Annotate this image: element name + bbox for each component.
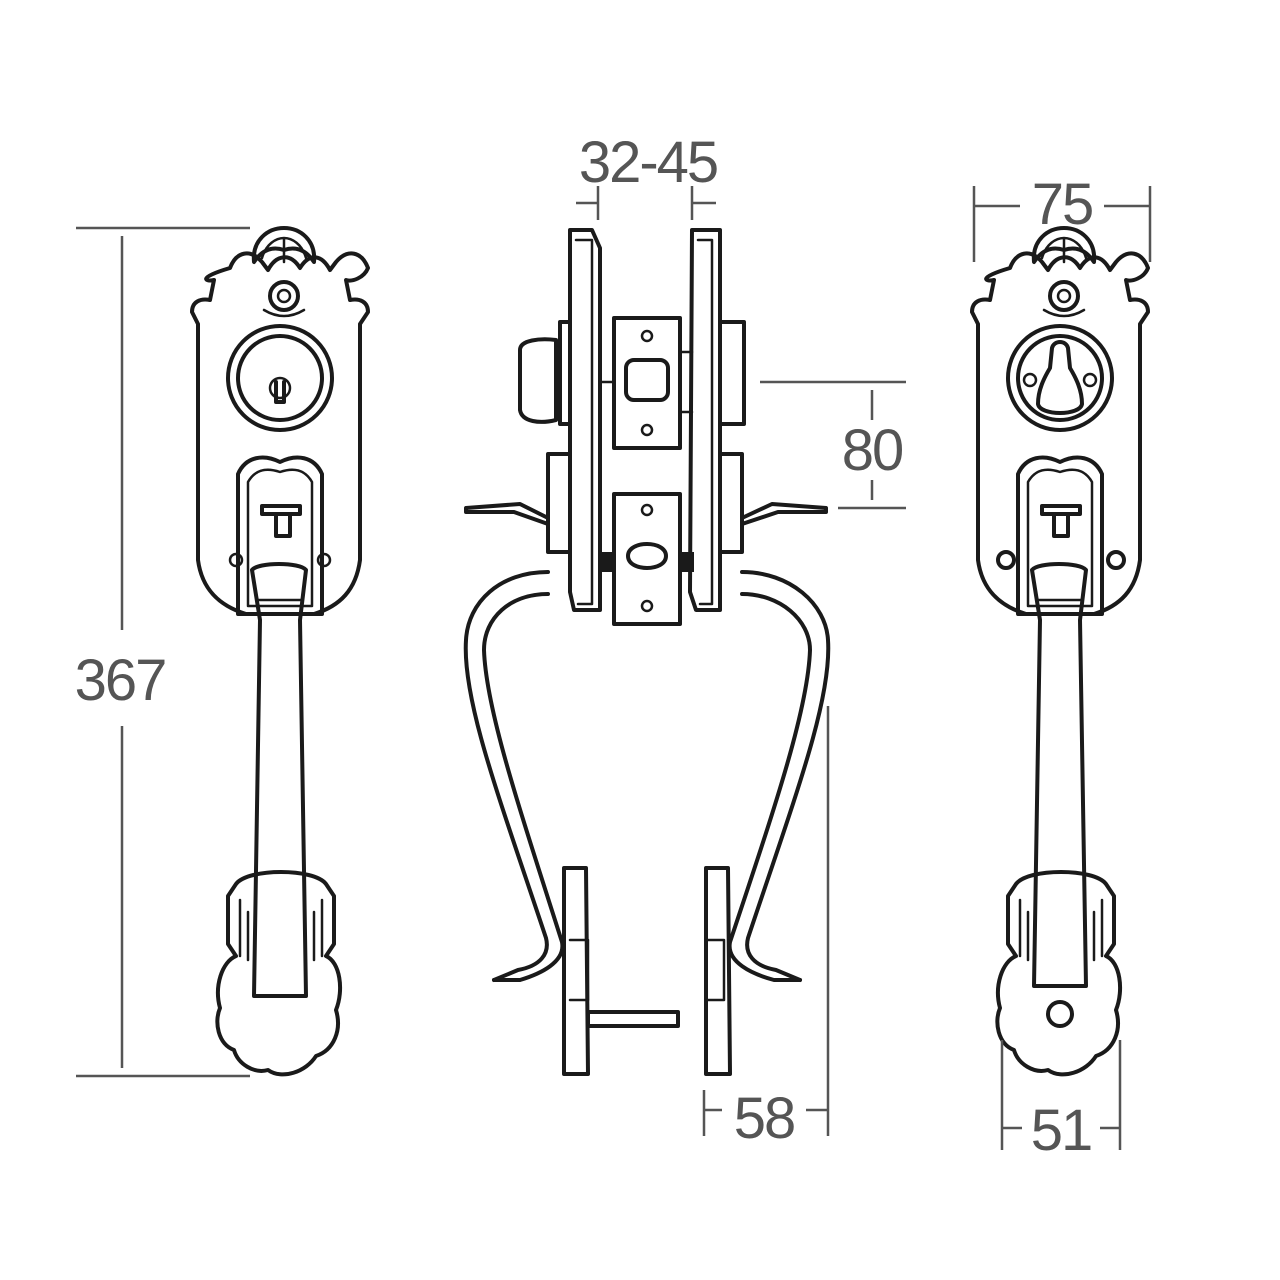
exterior-handleset-view	[190, 226, 370, 1077]
interior-bottom-finial	[995, 870, 1123, 1077]
exterior-grip-handle	[250, 562, 308, 998]
grip-width-value: 51	[1031, 1098, 1092, 1163]
deadbolt-faceplate	[612, 316, 682, 450]
exterior-top-screw	[276, 288, 292, 304]
interior-crest-collar	[1042, 308, 1086, 318]
key-cylinder-side	[518, 337, 558, 424]
deadbolt-screw-bottom	[640, 423, 654, 437]
exterior-crest-collar	[262, 308, 306, 318]
key-cylinder-rose	[226, 324, 334, 432]
interior-thumb-housing	[1016, 455, 1104, 616]
inner-bottom-flange-detail	[704, 938, 726, 1002]
exterior-thumb-housing-inner	[246, 468, 314, 608]
inner-grip-housing-side	[718, 452, 744, 554]
dimension-door-thickness: 32-45	[576, 130, 719, 220]
exterior-crest-ornament	[251, 226, 317, 264]
exterior-bottom-finial	[215, 870, 343, 1077]
inner-bottom-flange	[704, 866, 732, 1076]
interior-latch-piece	[1040, 504, 1082, 538]
latch-faceplate	[612, 492, 682, 626]
inner-grip-side-inner	[727, 592, 812, 982]
interior-backplate	[970, 251, 1150, 616]
outer-backplate-side	[568, 228, 602, 612]
inner-rose-side	[718, 320, 746, 426]
outer-backplate-inner-edge	[574, 238, 594, 606]
deadbolt-screw-top	[640, 329, 654, 343]
interior-crest-detail	[1040, 236, 1088, 264]
interior-top-screw-ring	[1048, 280, 1080, 312]
interior-crest-ornament	[1031, 226, 1097, 264]
thumbturn-ring	[1016, 334, 1104, 422]
interior-finial-ribs	[1018, 898, 1104, 962]
outer-bottom-flange	[562, 866, 590, 1076]
deadbolt-bolt	[624, 358, 670, 402]
grip-handle-side-inner	[482, 592, 565, 982]
interior-finial-screw	[1046, 1000, 1074, 1028]
outer-grip-housing-side	[546, 452, 572, 554]
dimension-projection: 58	[702, 706, 830, 1151]
key-cylinder-ring	[236, 334, 324, 422]
keyhole	[268, 376, 292, 400]
height-value: 367	[75, 648, 166, 713]
outer-thumb-lever	[464, 502, 550, 526]
thumbturn-screw-right	[1082, 372, 1098, 388]
projection-value: 58	[734, 1086, 795, 1151]
door-thickness-value: 32-45	[579, 130, 717, 195]
dimension-height: 367	[75, 226, 250, 1078]
latch-screw-top	[640, 503, 654, 517]
thumb-piece	[260, 504, 302, 538]
interior-top-screw	[1056, 288, 1072, 304]
dimension-grip-width: 51	[1000, 1040, 1122, 1163]
through-bolt	[586, 1010, 680, 1028]
inner-backplate-inner-edge	[696, 238, 714, 606]
outer-rose-side	[558, 320, 572, 426]
latch-screw-bottom	[640, 599, 654, 613]
inner-grip-side-outer	[740, 570, 831, 982]
thumbturn-screw-left	[1022, 372, 1038, 388]
interior-thumb-housing-inner	[1026, 468, 1094, 608]
grip-handle-side-outer	[463, 570, 550, 982]
interior-grip-handle	[1030, 562, 1088, 988]
dimension-backset: 80	[760, 380, 906, 510]
keyway-slot	[274, 380, 286, 404]
thumbturn-rose	[1006, 324, 1114, 432]
inner-thumb-lever	[740, 502, 828, 526]
backset-value: 80	[842, 418, 903, 483]
latch-spindle-left	[600, 552, 614, 572]
outer-bottom-flange-detail	[568, 938, 590, 1002]
exterior-side-screw-right	[316, 552, 332, 568]
exterior-crest-detail	[260, 236, 308, 264]
thumbturn-knob	[1036, 340, 1084, 415]
exterior-side-screw-left	[228, 552, 244, 568]
latch-bolt	[626, 542, 668, 570]
interior-handleset-view	[970, 226, 1150, 1077]
latch-spindle-right	[680, 552, 694, 572]
exterior-finial-ribs	[238, 898, 324, 962]
interior-side-screw-left	[996, 550, 1016, 570]
dimension-plate-width: 75	[972, 172, 1152, 262]
side-section-view	[463, 228, 831, 1076]
plate-width-value: 75	[1032, 172, 1093, 237]
interior-side-screw-right	[1106, 550, 1126, 570]
inner-backplate-side	[688, 228, 722, 612]
deadbolt-spindle	[598, 350, 694, 414]
exterior-top-screw-ring	[268, 280, 300, 312]
exterior-backplate	[190, 251, 370, 616]
exterior-thumb-housing	[236, 455, 324, 616]
